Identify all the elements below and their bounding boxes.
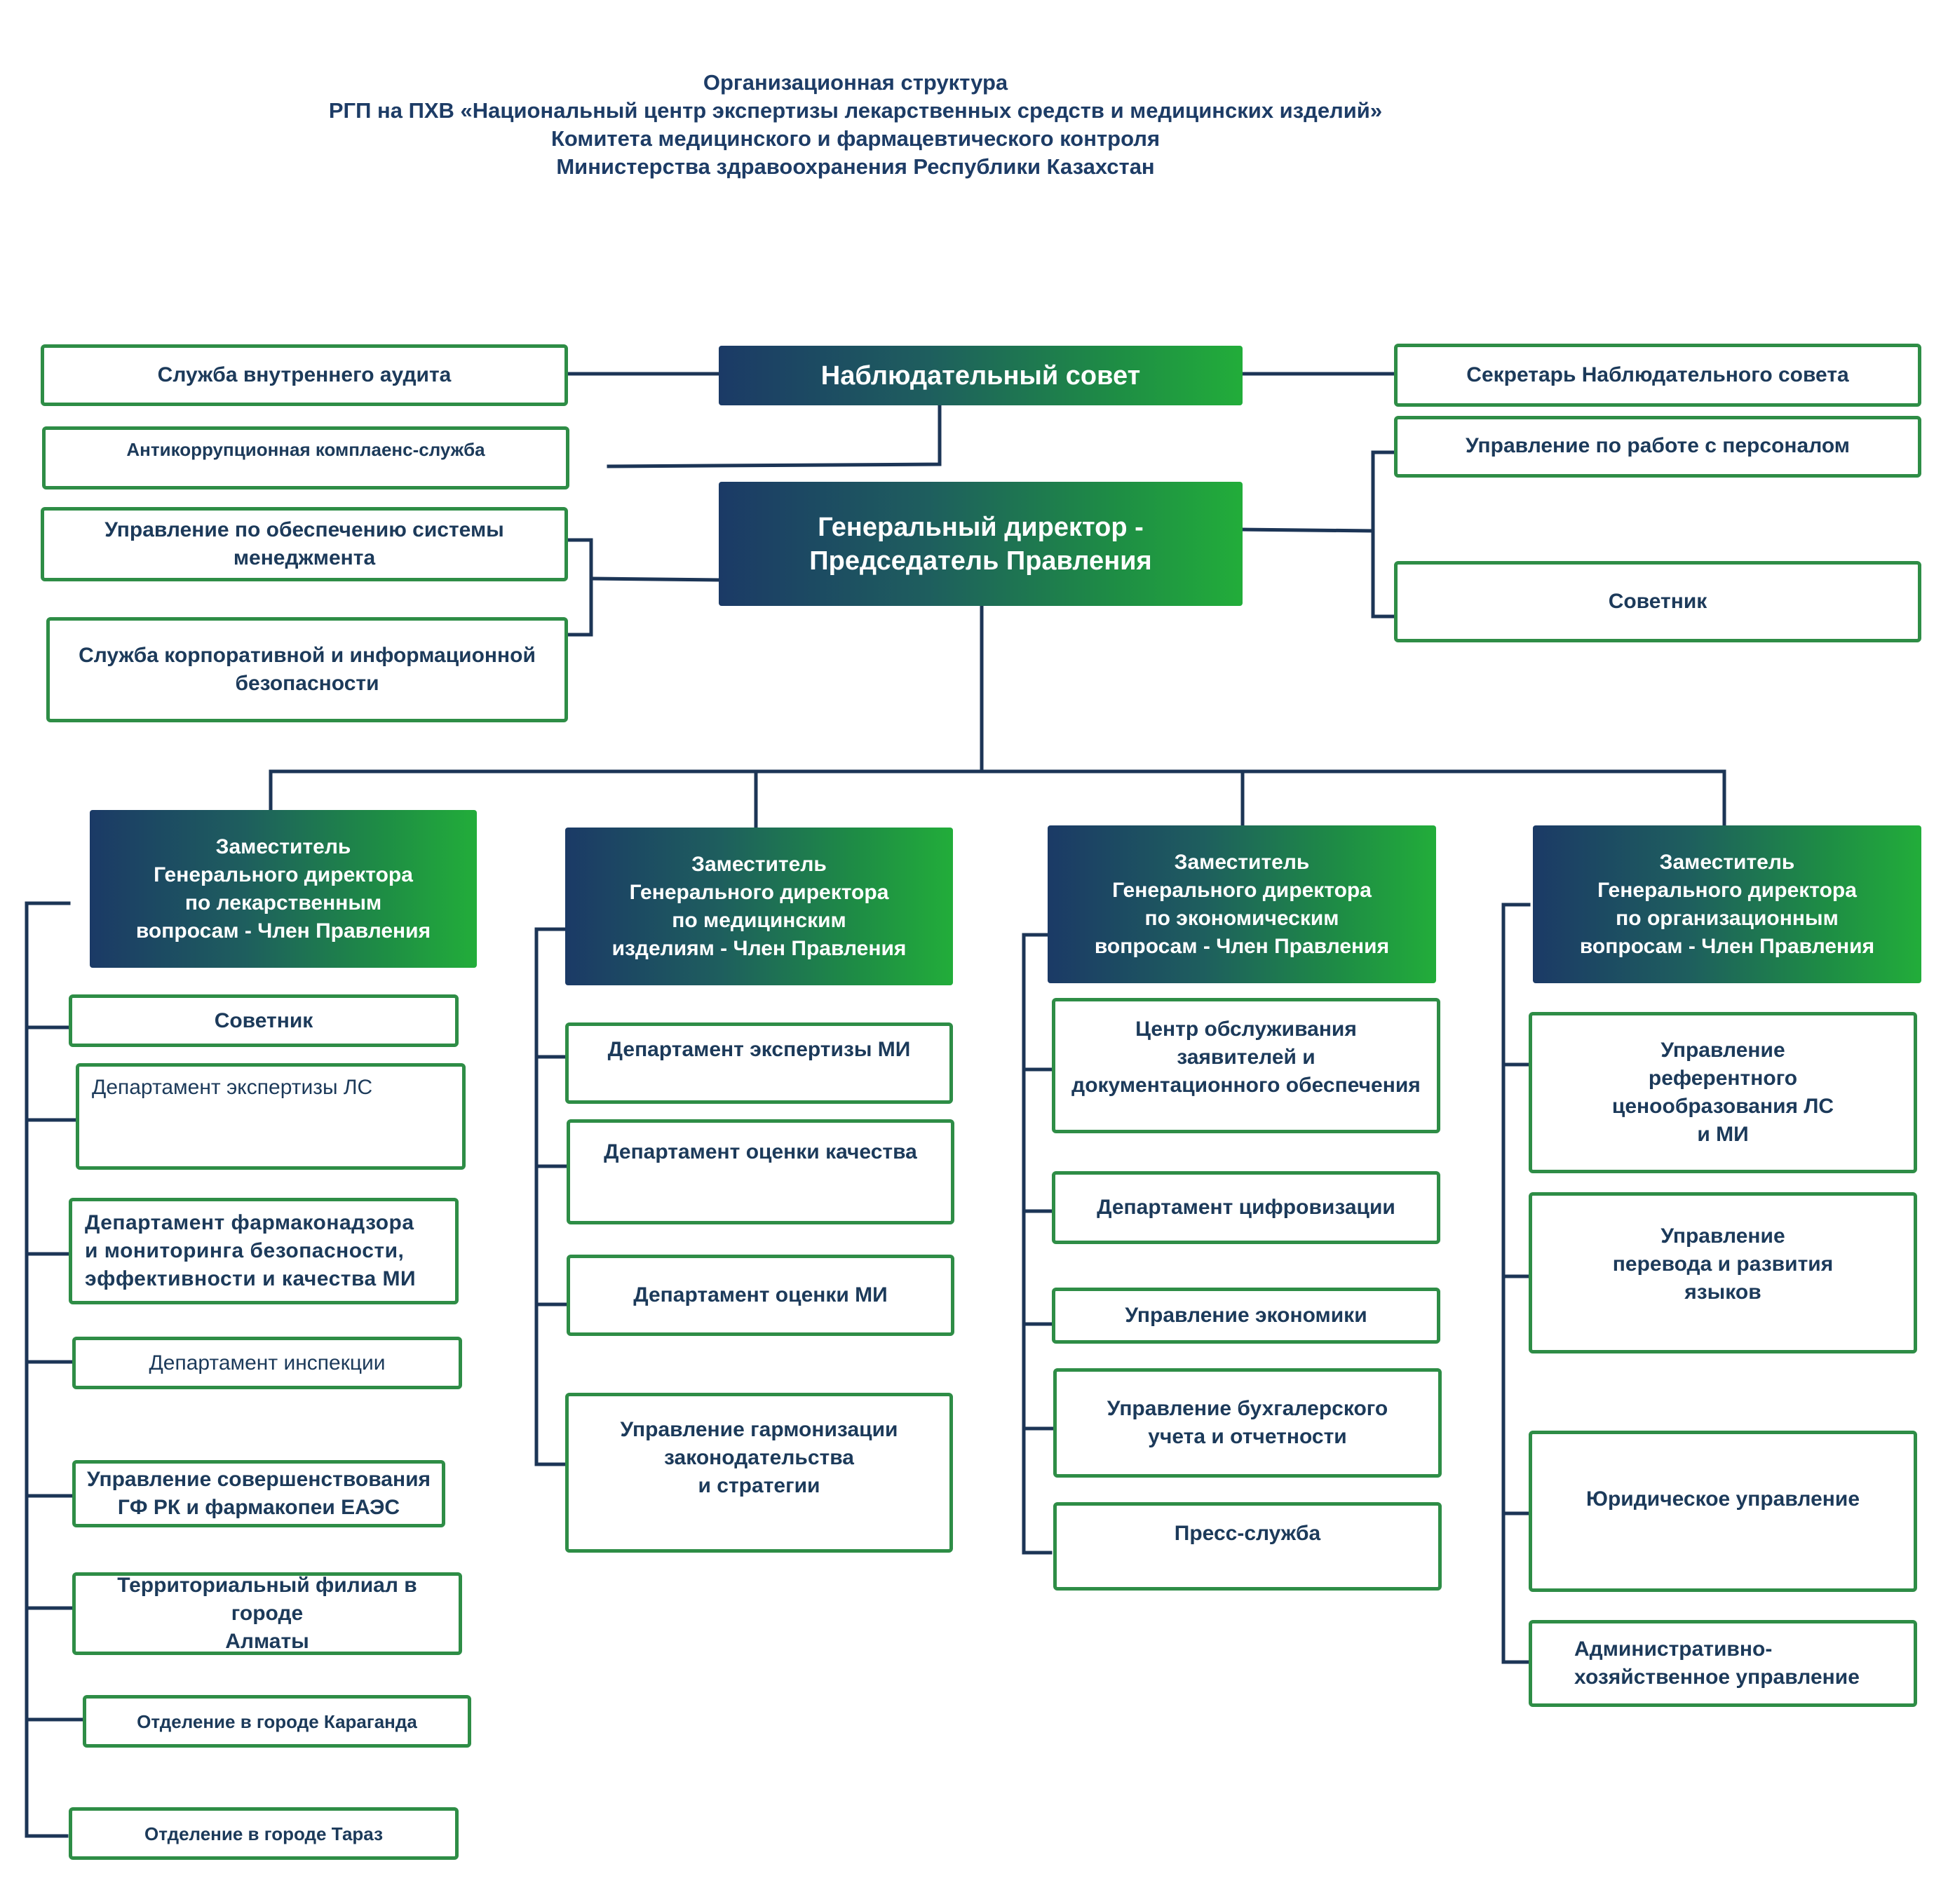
ceo-box: Генеральный директор - Председатель Прав… xyxy=(719,482,1243,606)
col4-unit-administrative: Административно- хозяйственное управлени… xyxy=(1529,1620,1917,1707)
deputy-drugs-box: Заместитель Генерального директора по ле… xyxy=(90,810,477,968)
deputy-devices-box: Заместитель Генерального директора по ме… xyxy=(565,828,953,985)
hr-department-box: Управление по работе с персоналом xyxy=(1394,416,1921,478)
title-line-1: Организационная структура xyxy=(703,70,1008,95)
anticorruption-box: Антикоррупционная комплаенс-служба xyxy=(42,426,569,489)
col2-unit-quality-assessment: Департамент оценки качества xyxy=(567,1119,954,1224)
internal-audit-box: Служба внутреннего аудита xyxy=(41,344,568,406)
security-service-box: Служба корпоративной и информационной бе… xyxy=(46,617,568,722)
col1-unit-taraz: Отделение в городе Тараз xyxy=(69,1807,459,1860)
col2-unit-harmonization: Управление гармонизации законодательства… xyxy=(565,1393,953,1553)
management-system-box: Управление по обеспечению системы менедж… xyxy=(41,507,568,581)
supervisory-board-box: Наблюдательный совет xyxy=(719,346,1243,405)
col3-unit-economics: Управление экономики xyxy=(1052,1288,1440,1344)
chart-title: Организационная структура РГП на ПХВ «На… xyxy=(0,69,1711,181)
advisor-box: Советник xyxy=(1394,561,1921,642)
col1-unit-pharmacopoeia: Управление совершенствования ГФ РК и фар… xyxy=(72,1460,445,1527)
col2-unit-device-expertise: Департамент экспертизы МИ xyxy=(565,1022,953,1104)
col3-unit-digitalization: Департамент цифровизации xyxy=(1052,1171,1440,1244)
col1-unit-advisor: Советник xyxy=(69,994,459,1047)
col1-unit-almaty-branch: Территориальный филиал в городе Алматы xyxy=(72,1572,462,1655)
board-secretary-box: Секретарь Наблюдательного совета xyxy=(1394,344,1921,407)
col4-unit-legal: Юридическое управление xyxy=(1529,1431,1917,1592)
col3-unit-applicant-service: Центр обслуживания заявителей и документ… xyxy=(1052,998,1440,1133)
title-line-2: РГП на ПХВ «Национальный центр экспертиз… xyxy=(328,98,1383,123)
col4-unit-translation: Управление перевода и развития языков xyxy=(1529,1192,1917,1353)
title-line-3: Комитета медицинского и фармацевтическог… xyxy=(550,126,1161,151)
col3-unit-accounting: Управление бухгалерского учета и отчетно… xyxy=(1053,1368,1442,1478)
col3-unit-press-service: Пресс-служба xyxy=(1053,1502,1442,1591)
deputy-economic-box: Заместитель Генерального директора по эк… xyxy=(1048,825,1436,983)
col1-unit-drug-expertise: Департамент экспертизы ЛС xyxy=(76,1063,466,1170)
col1-unit-inspection: Департамент инспекции xyxy=(72,1337,462,1389)
col1-unit-pharmacovigilance: Департамент фармаконадзора и мониторинга… xyxy=(69,1198,459,1304)
col2-unit-device-assessment: Департамент оценки МИ xyxy=(567,1255,954,1336)
col4-unit-reference-pricing: Управление референтного ценообразования … xyxy=(1529,1012,1917,1173)
title-line-4: Министерства здравоохранения Республики … xyxy=(556,154,1155,179)
deputy-organizational-box: Заместитель Генерального директора по ор… xyxy=(1533,825,1921,983)
col1-unit-karaganda: Отделение в городе Караганда xyxy=(83,1695,471,1748)
